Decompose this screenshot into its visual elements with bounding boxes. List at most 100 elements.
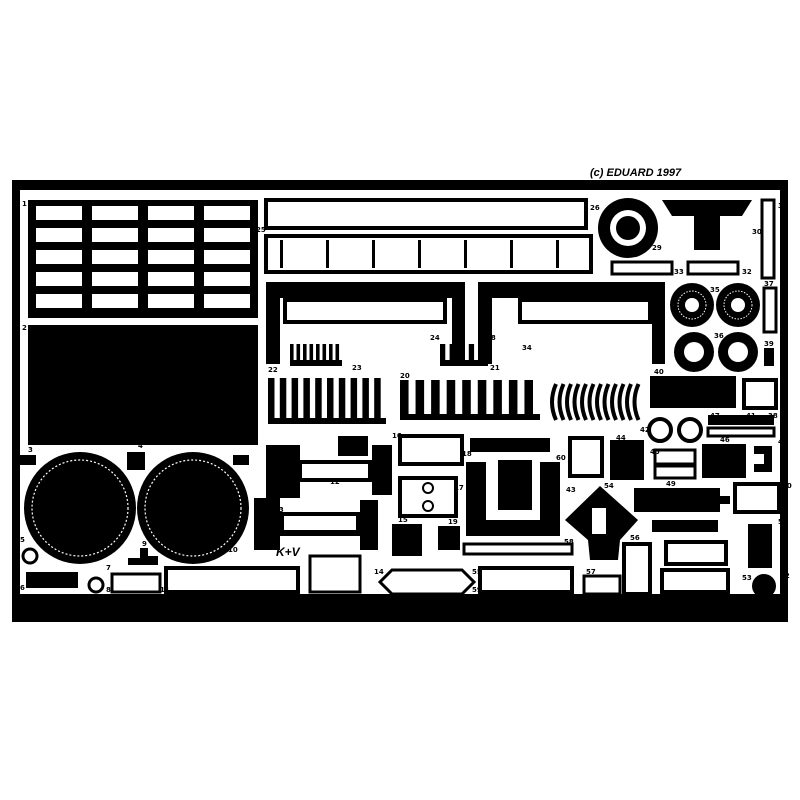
comb-tooth bbox=[309, 344, 314, 366]
ring-part-36-left bbox=[674, 332, 714, 372]
strip-part-32 bbox=[686, 260, 740, 276]
part-number: 31 bbox=[778, 202, 788, 210]
curved-guard bbox=[610, 383, 618, 421]
curved-guard bbox=[557, 383, 566, 421]
comb-tooth bbox=[303, 344, 307, 366]
comb-part-19b bbox=[400, 380, 540, 420]
grille-cell bbox=[148, 294, 194, 308]
frame-part-24 bbox=[266, 282, 465, 364]
part-number: 22 bbox=[268, 366, 278, 374]
strip-part-49 bbox=[634, 488, 730, 512]
fan-part-35-right bbox=[716, 283, 760, 327]
part-number: 1 bbox=[22, 200, 27, 208]
top-copyright: (c) EDUARD 1997 bbox=[590, 167, 682, 179]
box-part-55 bbox=[478, 566, 574, 594]
box-part-53b bbox=[660, 568, 730, 594]
curved-guard bbox=[602, 383, 611, 421]
part-number: 27 bbox=[478, 306, 488, 314]
strip-part-58 bbox=[462, 542, 574, 556]
comb-tooth bbox=[290, 344, 294, 366]
comb-tooth bbox=[493, 380, 502, 420]
part-15 bbox=[392, 524, 422, 556]
curved-guard bbox=[587, 383, 596, 421]
part-number: 41 bbox=[746, 412, 756, 420]
marking-text: K+V bbox=[276, 545, 301, 559]
curved-guard bbox=[565, 383, 573, 421]
strip-part-6 bbox=[26, 572, 78, 588]
part-number: 56 bbox=[630, 534, 640, 542]
part-number: 49 bbox=[666, 480, 676, 488]
comb-tooth bbox=[459, 344, 465, 366]
part-number: 48 bbox=[778, 438, 788, 446]
comb-tooth bbox=[468, 344, 475, 366]
comb-tooth bbox=[446, 380, 456, 420]
curved-guard bbox=[625, 383, 633, 421]
comb-part-22b bbox=[268, 378, 386, 424]
part-number: 59 bbox=[472, 586, 482, 594]
grille-cell bbox=[204, 272, 250, 286]
part-number: 60 bbox=[556, 454, 566, 462]
kit-number: 35 137 bbox=[54, 598, 95, 613]
comb-tooth bbox=[335, 344, 340, 366]
part-number: 29 bbox=[652, 244, 662, 252]
grille-part-1 bbox=[28, 200, 258, 318]
cover-part-30 bbox=[662, 200, 752, 250]
grille-cell bbox=[36, 272, 82, 286]
part-number: 35 bbox=[710, 286, 720, 294]
part-number: 33 bbox=[674, 268, 684, 276]
grille-cell bbox=[148, 272, 194, 286]
comb-tooth bbox=[477, 380, 487, 420]
comb-tooth bbox=[316, 344, 320, 366]
part-number: 25 bbox=[256, 226, 266, 234]
comb-tooth bbox=[415, 380, 425, 420]
bar-part-22 bbox=[283, 298, 447, 324]
curved-guard bbox=[632, 383, 641, 421]
part-number: 8 bbox=[106, 586, 111, 594]
comb-tooth bbox=[462, 380, 471, 420]
grille-cell bbox=[148, 250, 194, 264]
comb-tooth bbox=[279, 378, 287, 424]
part-number: 24 bbox=[430, 334, 440, 342]
part-number: 6 bbox=[20, 584, 25, 592]
box-part-17 bbox=[398, 476, 458, 518]
rail-rib bbox=[326, 240, 329, 268]
bar-part-14 bbox=[377, 568, 477, 596]
comb-tooth bbox=[478, 344, 484, 366]
part-number: 46 bbox=[720, 436, 730, 444]
curved-guard bbox=[550, 383, 558, 421]
part-number: 58 bbox=[564, 538, 574, 546]
small-part-3-left bbox=[20, 455, 36, 465]
bracket-part-9 bbox=[128, 548, 158, 565]
part-number: 10 bbox=[228, 546, 238, 554]
part-number: 17 bbox=[454, 484, 464, 492]
part-number: 4 bbox=[138, 442, 143, 450]
rail-rib bbox=[510, 240, 513, 268]
grille-cell bbox=[92, 250, 138, 264]
grille-cell bbox=[36, 228, 82, 242]
grille-cell bbox=[148, 228, 194, 242]
comb-tooth bbox=[315, 378, 322, 424]
grid-part-57 bbox=[582, 574, 622, 596]
grille-part-44 bbox=[610, 440, 644, 480]
part-number: 57 bbox=[586, 568, 596, 576]
grille-cell bbox=[36, 206, 82, 220]
part-number: 32 bbox=[742, 268, 752, 276]
part-number: 14 bbox=[374, 568, 384, 576]
rail-rib bbox=[372, 240, 375, 268]
rail-rib bbox=[280, 240, 283, 268]
comb-tooth bbox=[329, 344, 333, 366]
grille-cell bbox=[204, 206, 250, 220]
rail-rib bbox=[464, 240, 467, 268]
part-number: 19 bbox=[448, 518, 458, 526]
part-number: 39 bbox=[764, 340, 774, 348]
small-ring-5 bbox=[21, 547, 39, 565]
part-number: 45 bbox=[650, 448, 660, 456]
hole-part-17b bbox=[422, 500, 434, 512]
part-number: 42 bbox=[640, 426, 650, 434]
comb-tooth bbox=[524, 380, 533, 420]
rail-rib bbox=[418, 240, 421, 268]
rings-part-42 bbox=[647, 417, 703, 443]
comb-tooth bbox=[374, 378, 381, 424]
comb-tooth bbox=[296, 344, 301, 366]
